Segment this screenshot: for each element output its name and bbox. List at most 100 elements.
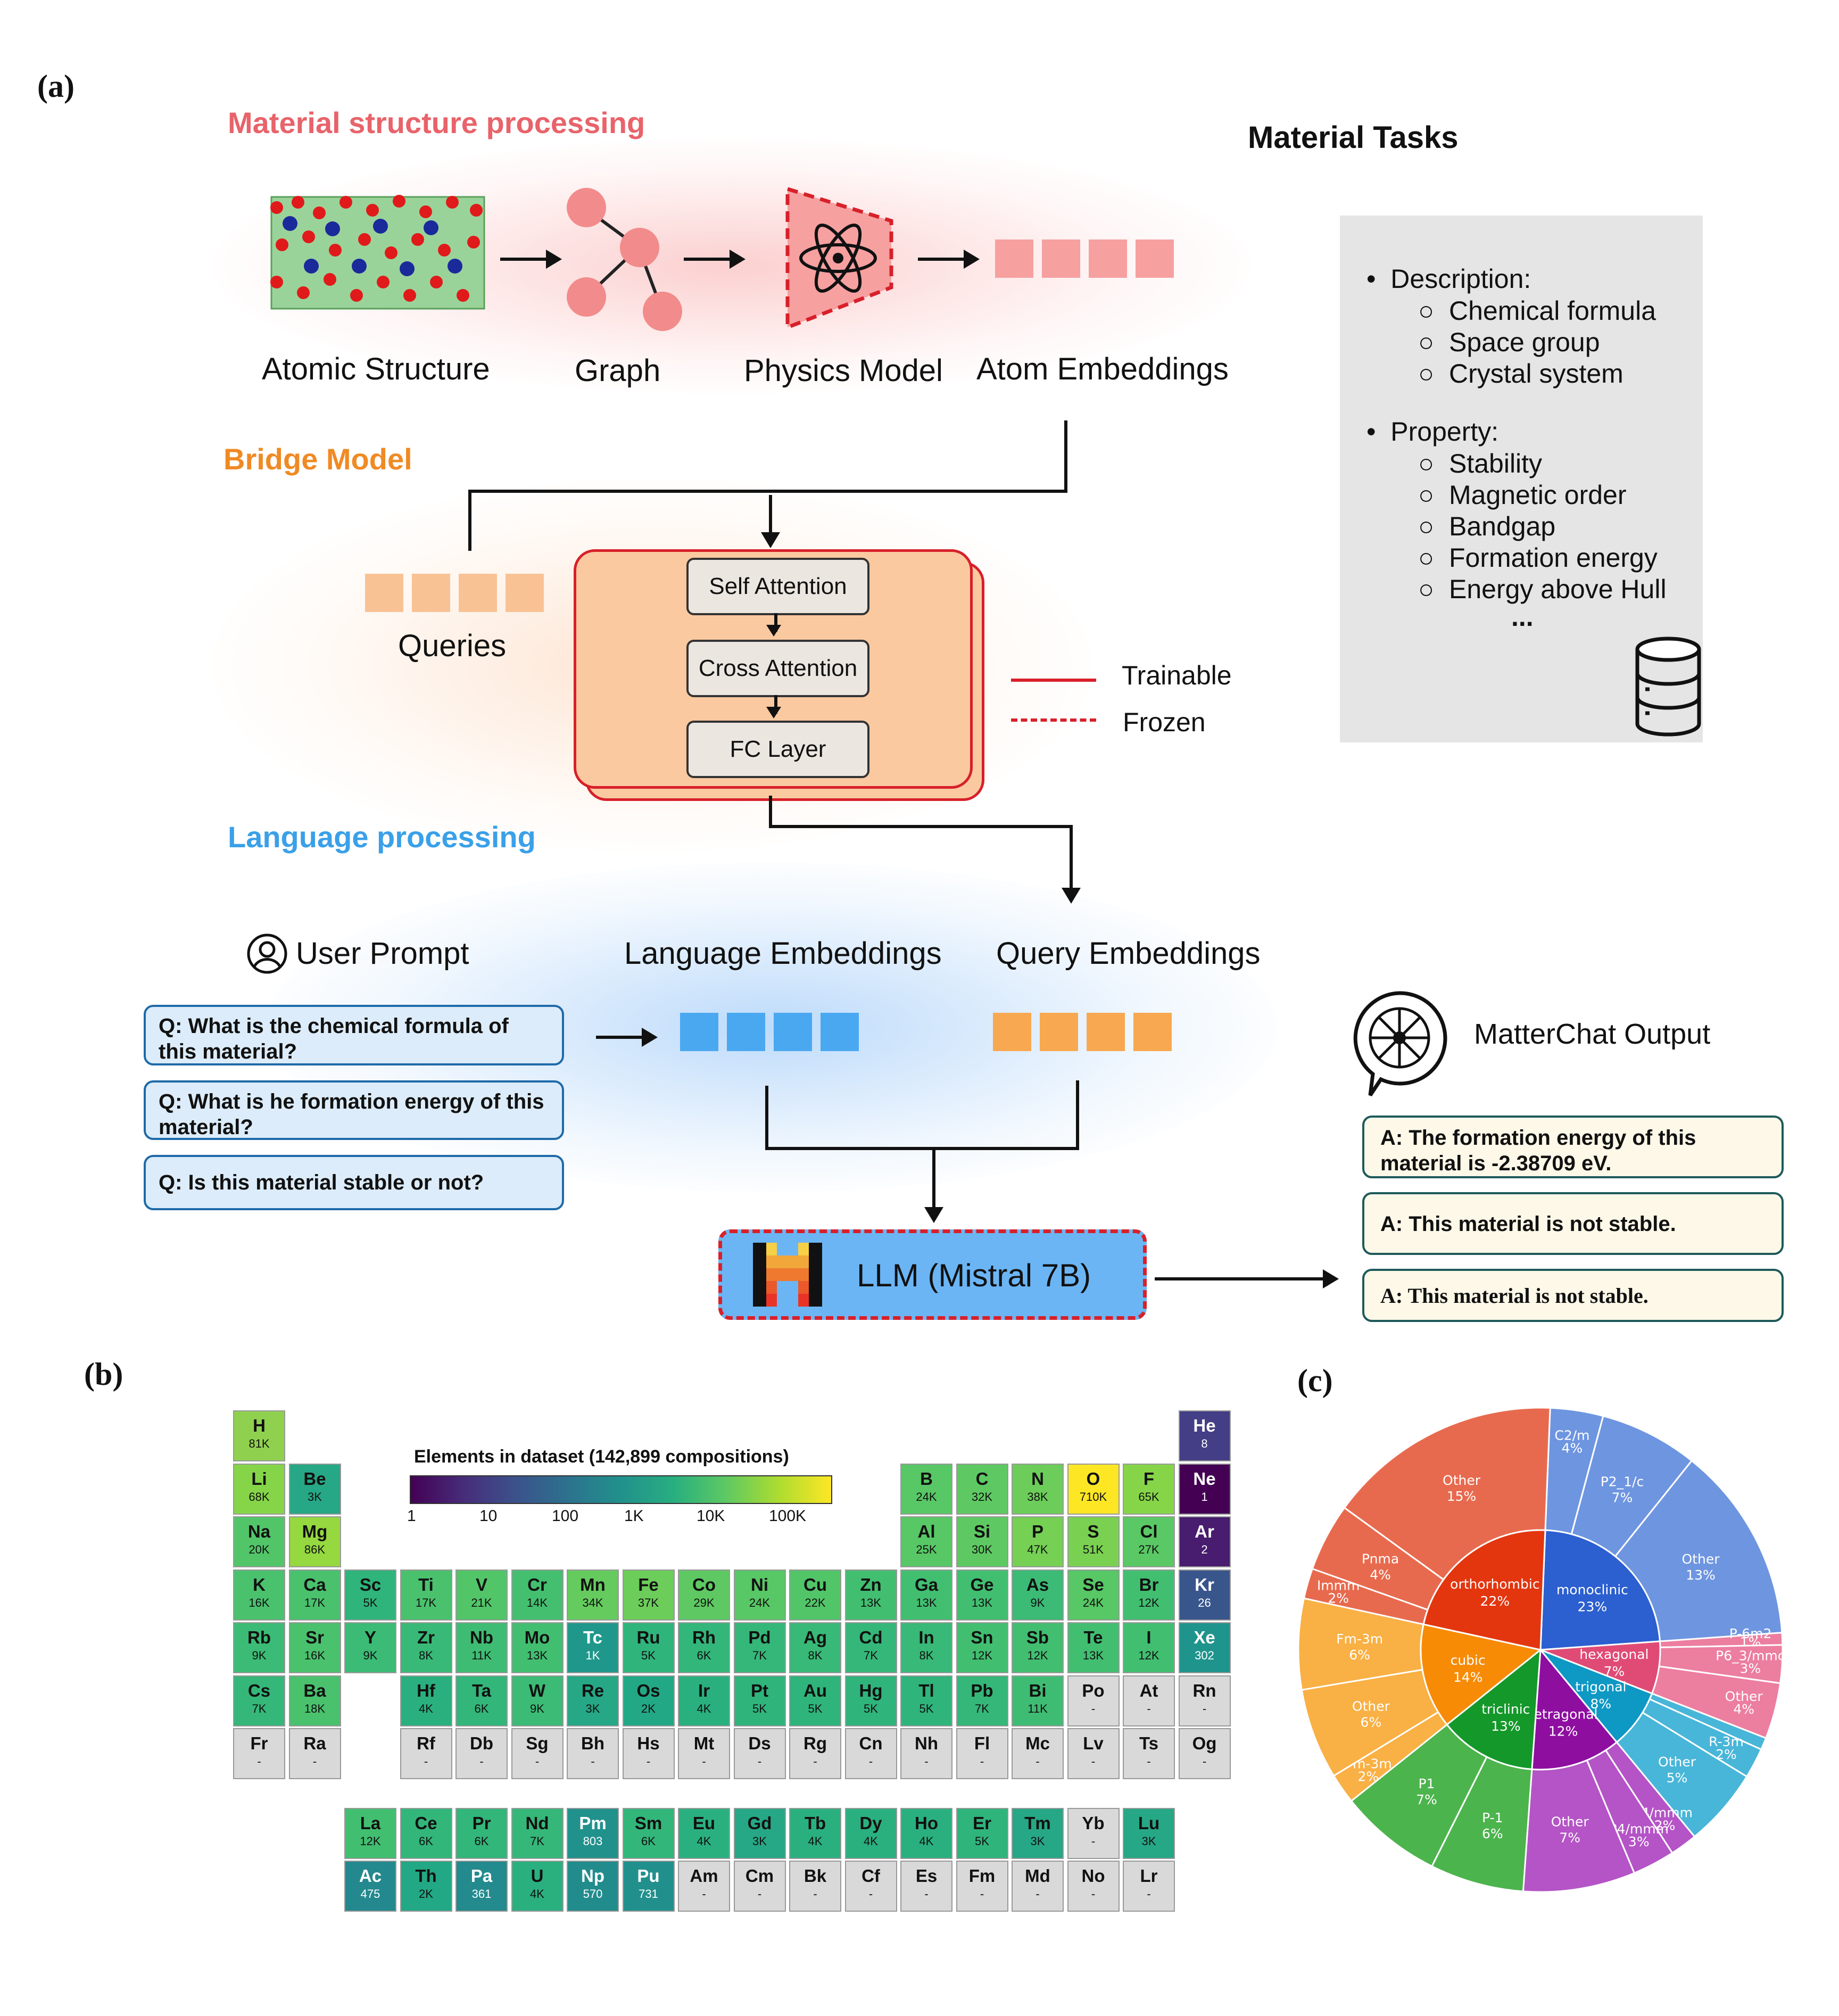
legend-frozen-label: Frozen (1123, 707, 1206, 737)
sunburst-outer-label: Other (1551, 1814, 1589, 1829)
language-embedding-block (727, 1013, 765, 1051)
element-symbol: Bh (581, 1733, 604, 1753)
element-count: - (646, 1755, 651, 1768)
sunburst-inner-label: monoclinic (1556, 1582, 1628, 1597)
element-symbol: V (475, 1574, 487, 1594)
tasks-item-text: Magnetic order (1448, 480, 1627, 510)
element-count: 7K (252, 1701, 267, 1715)
question-card: Q: What is he formation energy of this m… (144, 1080, 564, 1140)
element-count: 3K (585, 1701, 600, 1715)
element-count: - (424, 1755, 428, 1768)
element-symbol: Tc (583, 1627, 603, 1647)
tasks-property-item: ○ Energy above Hull (1418, 574, 1667, 605)
element-count: 5K (641, 1649, 656, 1662)
element-count: 13K (971, 1596, 993, 1609)
element-symbol: Br (1139, 1574, 1159, 1594)
sunburst-inner-label: tetragonal (1529, 1706, 1598, 1722)
section-title-bridge: Bridge Model (223, 442, 412, 476)
element-symbol: Fm (968, 1866, 996, 1886)
sunburst-outer-pct: 7% (1612, 1490, 1633, 1506)
connector-line (1064, 420, 1067, 492)
element-count: 6K (474, 1834, 489, 1848)
element-count: 4K (530, 1887, 544, 1901)
element-count: - (479, 1755, 484, 1768)
element-symbol: Pr (472, 1813, 491, 1833)
circle-bullet-icon: ○ (1418, 574, 1449, 604)
arrow-down-icon (1062, 888, 1081, 904)
circle-bullet-icon: ○ (1418, 449, 1449, 478)
element-symbol: Yb (1082, 1813, 1105, 1833)
element-count: 5K (975, 1834, 989, 1848)
element-symbol: Be (303, 1468, 326, 1489)
circle-bullet-icon: ○ (1418, 480, 1449, 510)
element-symbol: Db (470, 1733, 493, 1753)
element-symbol: Nb (470, 1627, 493, 1647)
arrow-right-icon (596, 1028, 658, 1047)
element-symbol: Tm (1024, 1813, 1051, 1833)
sunburst-outer-pct: 4% (1733, 1701, 1754, 1717)
colorbar-tick-label: 100K (769, 1507, 807, 1525)
element-count: 25K (916, 1543, 937, 1556)
element-cell-rf: Rf- (400, 1728, 452, 1779)
connector-line (769, 796, 772, 828)
element-count: - (1036, 1755, 1040, 1768)
element-count: 5K (752, 1701, 767, 1715)
sunburst-inner-segment (1420, 1623, 1543, 1726)
element-symbol: Ds (748, 1733, 771, 1753)
matterchat-logo-icon (1353, 991, 1447, 1096)
element-symbol: Hs (637, 1733, 660, 1753)
sunburst-inner-pct: 8% (1591, 1696, 1612, 1712)
element-symbol: Tl (918, 1680, 934, 1700)
sunburst-inner-pct: 23% (1578, 1599, 1608, 1614)
element-count: 5K (864, 1701, 878, 1715)
element-count: 20K (248, 1543, 270, 1556)
sunburst-outer-label: Pnma (1362, 1551, 1399, 1567)
element-count: - (257, 1755, 261, 1768)
element-symbol: Po (1082, 1680, 1105, 1700)
label-language-embeddings: Language Embeddings (624, 936, 942, 971)
element-count: 34K (582, 1596, 603, 1609)
tasks-description-item: ○ Crystal system (1418, 358, 1623, 389)
tasks-item-text: Space group (1448, 327, 1600, 357)
language-embedding-block (821, 1013, 859, 1051)
element-symbol: Bk (803, 1866, 827, 1886)
connector-line (769, 495, 772, 532)
element-symbol: Cu (803, 1574, 827, 1594)
element-count: - (1091, 1755, 1096, 1768)
tasks-property-item: ○ Bandgap (1418, 511, 1555, 542)
element-count: 8 (1201, 1437, 1208, 1450)
element-cell-rg: Rg- (789, 1728, 841, 1779)
element-symbol: U (531, 1866, 544, 1886)
element-cell-nh: Nh- (900, 1728, 952, 1779)
element-count: 3K (308, 1490, 322, 1503)
circle-bullet-icon: ○ (1418, 296, 1449, 326)
element-cell-bk: Bk- (789, 1861, 841, 1912)
element-count: 24K (916, 1490, 937, 1503)
element-count: 2K (419, 1887, 433, 1901)
element-symbol: F (1143, 1468, 1155, 1489)
fc-layer: FC Layer (686, 721, 869, 778)
element-symbol: Pt (751, 1680, 768, 1700)
atom-embedding-block (1089, 239, 1127, 278)
